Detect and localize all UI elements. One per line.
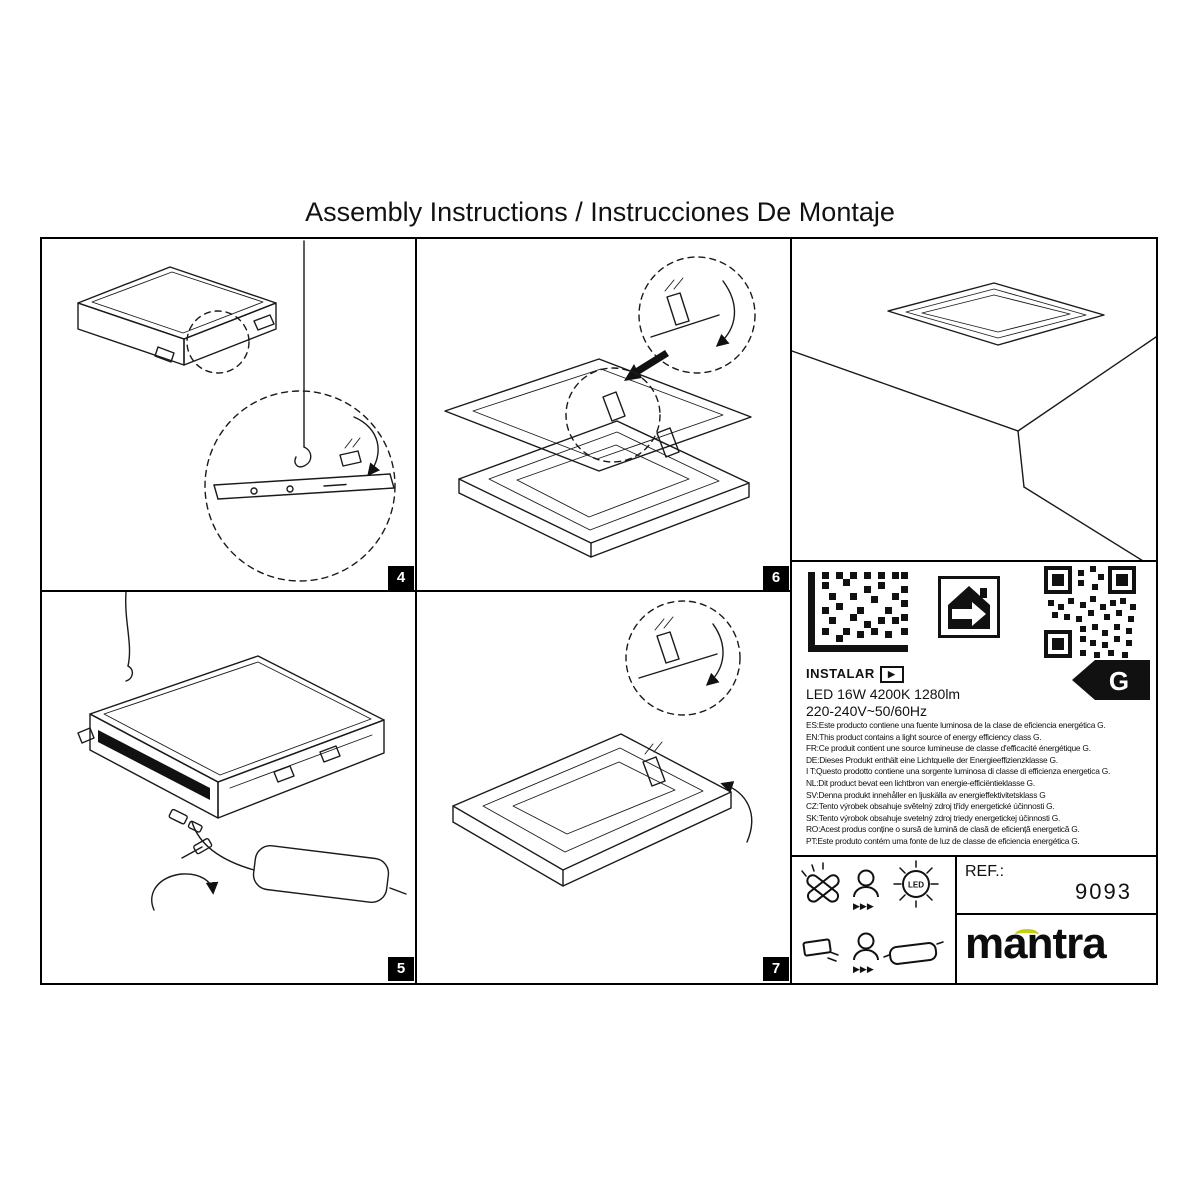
language-line: DE:Dieses Produkt enthält eine Lichtquel…: [806, 754, 1058, 765]
language-line: RO:Acest produs conține o sursă de lumin…: [806, 824, 1080, 835]
voltage-spec: 220-240V~50/60Hz: [806, 703, 928, 719]
pictogram-panel: ▶▶▶ LED ▶▶▶: [792, 857, 955, 983]
brand-logo: mantra: [965, 919, 1107, 968]
brand-accent-arc: [1015, 929, 1039, 940]
led-label: LED: [908, 881, 924, 890]
step-number-badge: 5: [388, 957, 414, 981]
arrows-glyph: ▶▶▶: [853, 964, 874, 974]
language-line: FR:Ce produit contient une source lumine…: [806, 743, 1091, 754]
panels-frame: 4 6 5 7: [40, 237, 1158, 985]
language-line: ES:Este producto contiene una fuente lum…: [806, 720, 1106, 730]
language-line: SK:Tento výrobok obsahuje svetelný zdroj…: [806, 812, 1061, 823]
divider: [415, 239, 417, 983]
ref-number: 9093: [1075, 879, 1132, 904]
divider: [42, 590, 792, 592]
ref-label: REF.:: [965, 863, 1005, 880]
no-touch-hands-icon: [801, 862, 840, 903]
step-number-badge: 7: [763, 957, 789, 981]
language-line: EN:This product contains a light source …: [806, 731, 1042, 742]
diagram-ceiling-result: [792, 282, 1156, 560]
arrow-curved: [720, 781, 753, 843]
divider: [957, 913, 1156, 915]
language-line: CZ:Tento výrobek obsahuje světelný zdroj…: [806, 801, 1055, 812]
diagram-step-4: [77, 240, 396, 582]
diagram-step-5: [77, 592, 407, 911]
arrow-solid: [624, 350, 669, 381]
qualified-person-icon: ▶▶▶: [853, 932, 879, 974]
instalar-label: INSTALAR: [806, 666, 875, 681]
led-source-icon: LED: [893, 860, 939, 908]
diagram-step-7: [452, 600, 753, 887]
product-info-panel: INSTALAR ▶ LED 16W 4200K 1280lm 220-240V~…: [792, 562, 1156, 855]
arrow-curved: [705, 623, 724, 686]
led-module-icon: [802, 938, 839, 962]
driver-icon: [883, 941, 944, 965]
divider: [790, 239, 792, 983]
step-number-badge: 6: [763, 566, 789, 590]
language-line: I T:Questo prodotto contiene una sorgent…: [806, 766, 1111, 777]
power-spec: LED 16W 4200K 1280lm: [806, 686, 961, 702]
divider: [790, 560, 1156, 562]
reference-panel: REF.: 9093 mantra: [957, 857, 1156, 983]
arrow-curved: [715, 280, 736, 347]
language-line: PT:Este produto contém uma fonte de luz …: [806, 835, 1080, 846]
arrows-glyph: ▶▶▶: [853, 901, 874, 911]
diagram-step-6: [444, 256, 756, 558]
qualified-person-icon: ▶▶▶: [853, 869, 879, 911]
arrow-curved: [353, 416, 381, 477]
driver-box: [252, 845, 390, 903]
divider: [790, 855, 1156, 857]
led-slot: [98, 730, 210, 800]
qr-code: [1044, 566, 1136, 658]
datamatrix-code: [808, 572, 908, 652]
energy-class-arrow: G: [1072, 660, 1150, 700]
language-line: SV:Denna produkt innehåller en ljuskälla…: [806, 789, 1046, 800]
document-title: Assembly Instructions / Instrucciones De…: [305, 197, 895, 227]
indoor-installation-icon: [938, 576, 1000, 638]
energy-class-letter: G: [1109, 666, 1129, 696]
step-number-badge: 4: [388, 566, 414, 590]
play-icon: ▶: [879, 666, 904, 684]
arrow-rotate: [151, 873, 219, 911]
language-line: NL:Dit product bevat een lichtbron van e…: [806, 777, 1035, 788]
divider: [955, 857, 957, 983]
language-lines: ES:Este producto contiene una fuente lum…: [806, 720, 1154, 848]
